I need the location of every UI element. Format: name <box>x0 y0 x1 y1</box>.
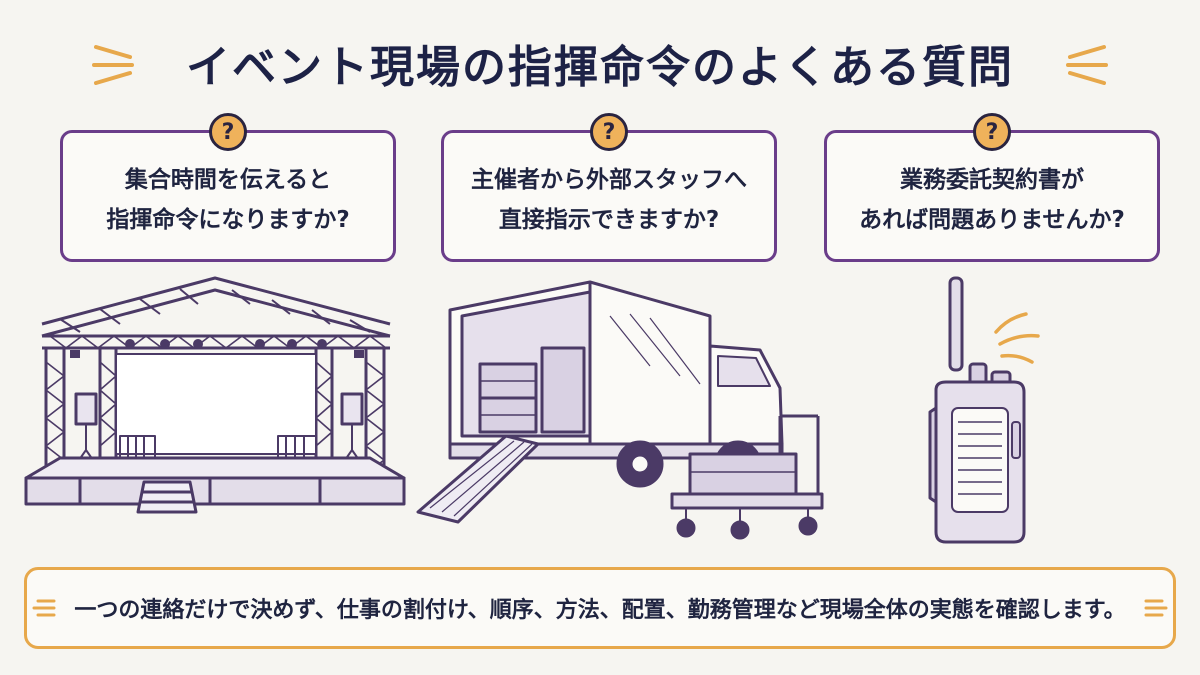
question-text: 業務委託契約書が あれば問題ありませんか? <box>859 160 1125 240</box>
dash-lines-icon <box>32 599 56 617</box>
burst-lines-icon <box>1066 45 1108 85</box>
footer-text: 一つの連絡だけで決めず、仕事の割付け、順序、方法、配置、勤務管理など現場全体の実… <box>74 598 1126 623</box>
question-line: 主催者から外部スタッフへ <box>471 167 747 193</box>
question-line: 指揮命令になりますか? <box>106 207 350 233</box>
question-text: 集合時間を伝えると 指揮命令になりますか? <box>106 160 349 240</box>
question-line: 直接指示できますか? <box>498 207 720 233</box>
question-card-1: ? 集合時間を伝えると 指揮命令になりますか? <box>60 113 396 262</box>
question-icon: ? <box>973 113 1011 151</box>
question-line: 集合時間を伝えると <box>124 167 332 193</box>
question-text: 主催者から外部スタッフへ 直接指示できますか? <box>471 160 747 240</box>
burst-lines-icon <box>92 45 134 85</box>
stage-illustration <box>24 276 406 514</box>
question-icon: ? <box>209 113 247 151</box>
question-card-3: ? 業務委託契約書が あれば問題ありませんか? <box>824 113 1160 262</box>
footer-note: 一つの連絡だけで決めず、仕事の割付け、順序、方法、配置、勤務管理など現場全体の実… <box>24 567 1176 649</box>
question-icon: ? <box>590 113 628 151</box>
page-title: イベント現場の指揮命令のよくある質問 <box>186 42 1014 93</box>
question-line: あれば問題ありませんか? <box>859 207 1125 233</box>
question-line: 業務委託契約書が <box>900 167 1084 193</box>
walkie-talkie-illustration <box>928 276 1040 544</box>
title-row: イベント現場の指揮命令のよくある質問 <box>0 28 1200 98</box>
truck-illustration <box>416 280 824 540</box>
dash-lines-icon <box>1144 599 1168 617</box>
question-card-2: ? 主催者から外部スタッフへ 直接指示できますか? <box>441 113 777 262</box>
